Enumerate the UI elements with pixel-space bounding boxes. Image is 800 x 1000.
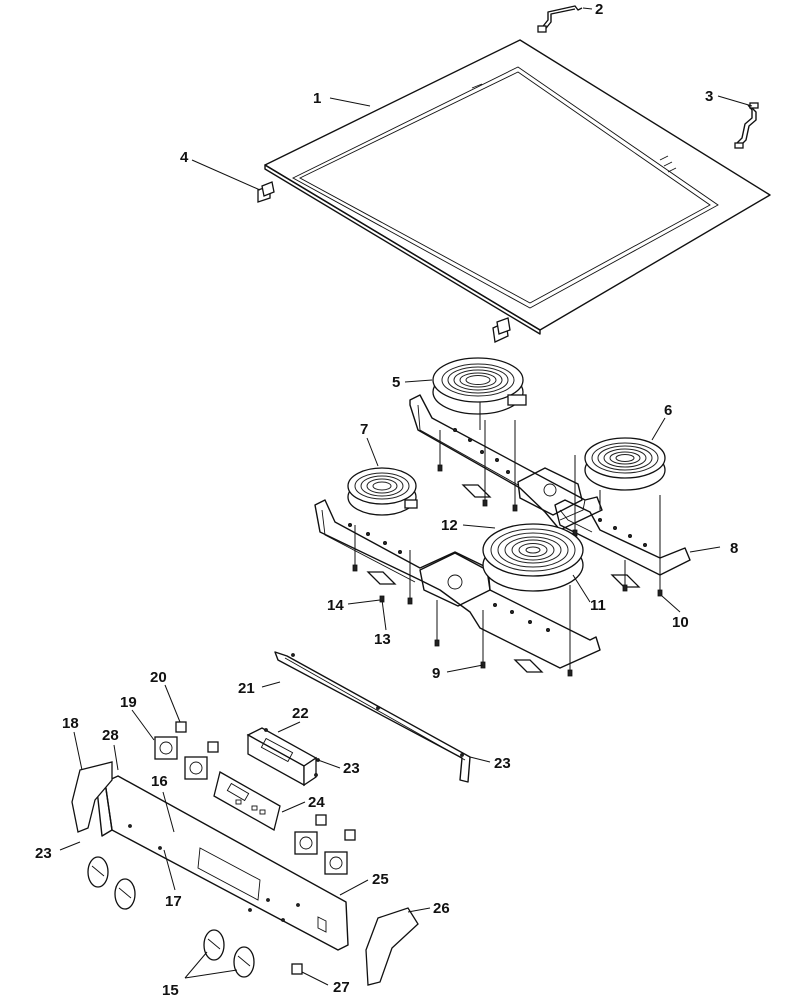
callout-22: 22 [292, 705, 309, 722]
part-27 [291, 963, 303, 975]
glass-clip-front [492, 317, 511, 343]
callout-25: 25 [372, 871, 389, 888]
bracket-side [734, 102, 759, 149]
callout-13: 13 [374, 631, 391, 648]
callout-24: 24 [308, 794, 325, 811]
element-bracket-rear [409, 394, 603, 531]
callout-18: 18 [62, 715, 79, 732]
surface-element-11 [482, 523, 584, 592]
callout-23b: 23 [494, 755, 511, 772]
callout-14: 14 [327, 597, 344, 614]
callout-labels: 1 2 3 4 5 6 7 8 9 10 11 12 13 14 15 16 1… [35, 1, 738, 999]
screws [352, 420, 663, 677]
callout-3: 3 [705, 88, 713, 105]
callout-23c: 23 [35, 845, 52, 862]
callout-2: 2 [595, 1, 603, 18]
callout-12: 12 [441, 517, 458, 534]
callout-10: 10 [672, 614, 689, 631]
clock-control-22 [246, 727, 320, 787]
callout-7: 7 [360, 421, 368, 438]
callout-15: 15 [162, 982, 179, 999]
callout-19: 19 [120, 694, 137, 711]
callout-20: 20 [150, 669, 167, 686]
backguard-trim-strip [274, 651, 471, 783]
control-knobs [87, 856, 255, 978]
callout-17: 17 [165, 893, 182, 910]
glass-clip [257, 181, 275, 203]
callout-27: 27 [333, 979, 350, 996]
callout-9: 9 [432, 665, 440, 682]
callout-8: 8 [730, 540, 738, 557]
callout-1: 1 [313, 90, 321, 107]
leader-lines [59, 7, 753, 986]
callout-28: 28 [102, 727, 119, 744]
callout-23a: 23 [343, 760, 360, 777]
cooktop-glass [264, 39, 771, 335]
callout-5: 5 [392, 374, 400, 391]
callout-26: 26 [433, 900, 450, 917]
surface-element-5 [432, 357, 527, 430]
infinite-switches [154, 721, 356, 875]
surface-element-7 [347, 467, 418, 516]
surface-element-6 [584, 437, 666, 491]
control-overlay-24 [213, 771, 281, 831]
callout-21: 21 [238, 680, 255, 697]
end-cap-right [365, 907, 419, 986]
callout-4: 4 [180, 149, 189, 166]
bracket-top [537, 5, 583, 33]
callout-6: 6 [664, 402, 672, 419]
callout-11: 11 [590, 597, 606, 614]
callout-16: 16 [151, 773, 168, 790]
end-cap-left [71, 761, 113, 833]
element-bracket-front [314, 499, 601, 669]
element-bracket-right [554, 499, 691, 576]
